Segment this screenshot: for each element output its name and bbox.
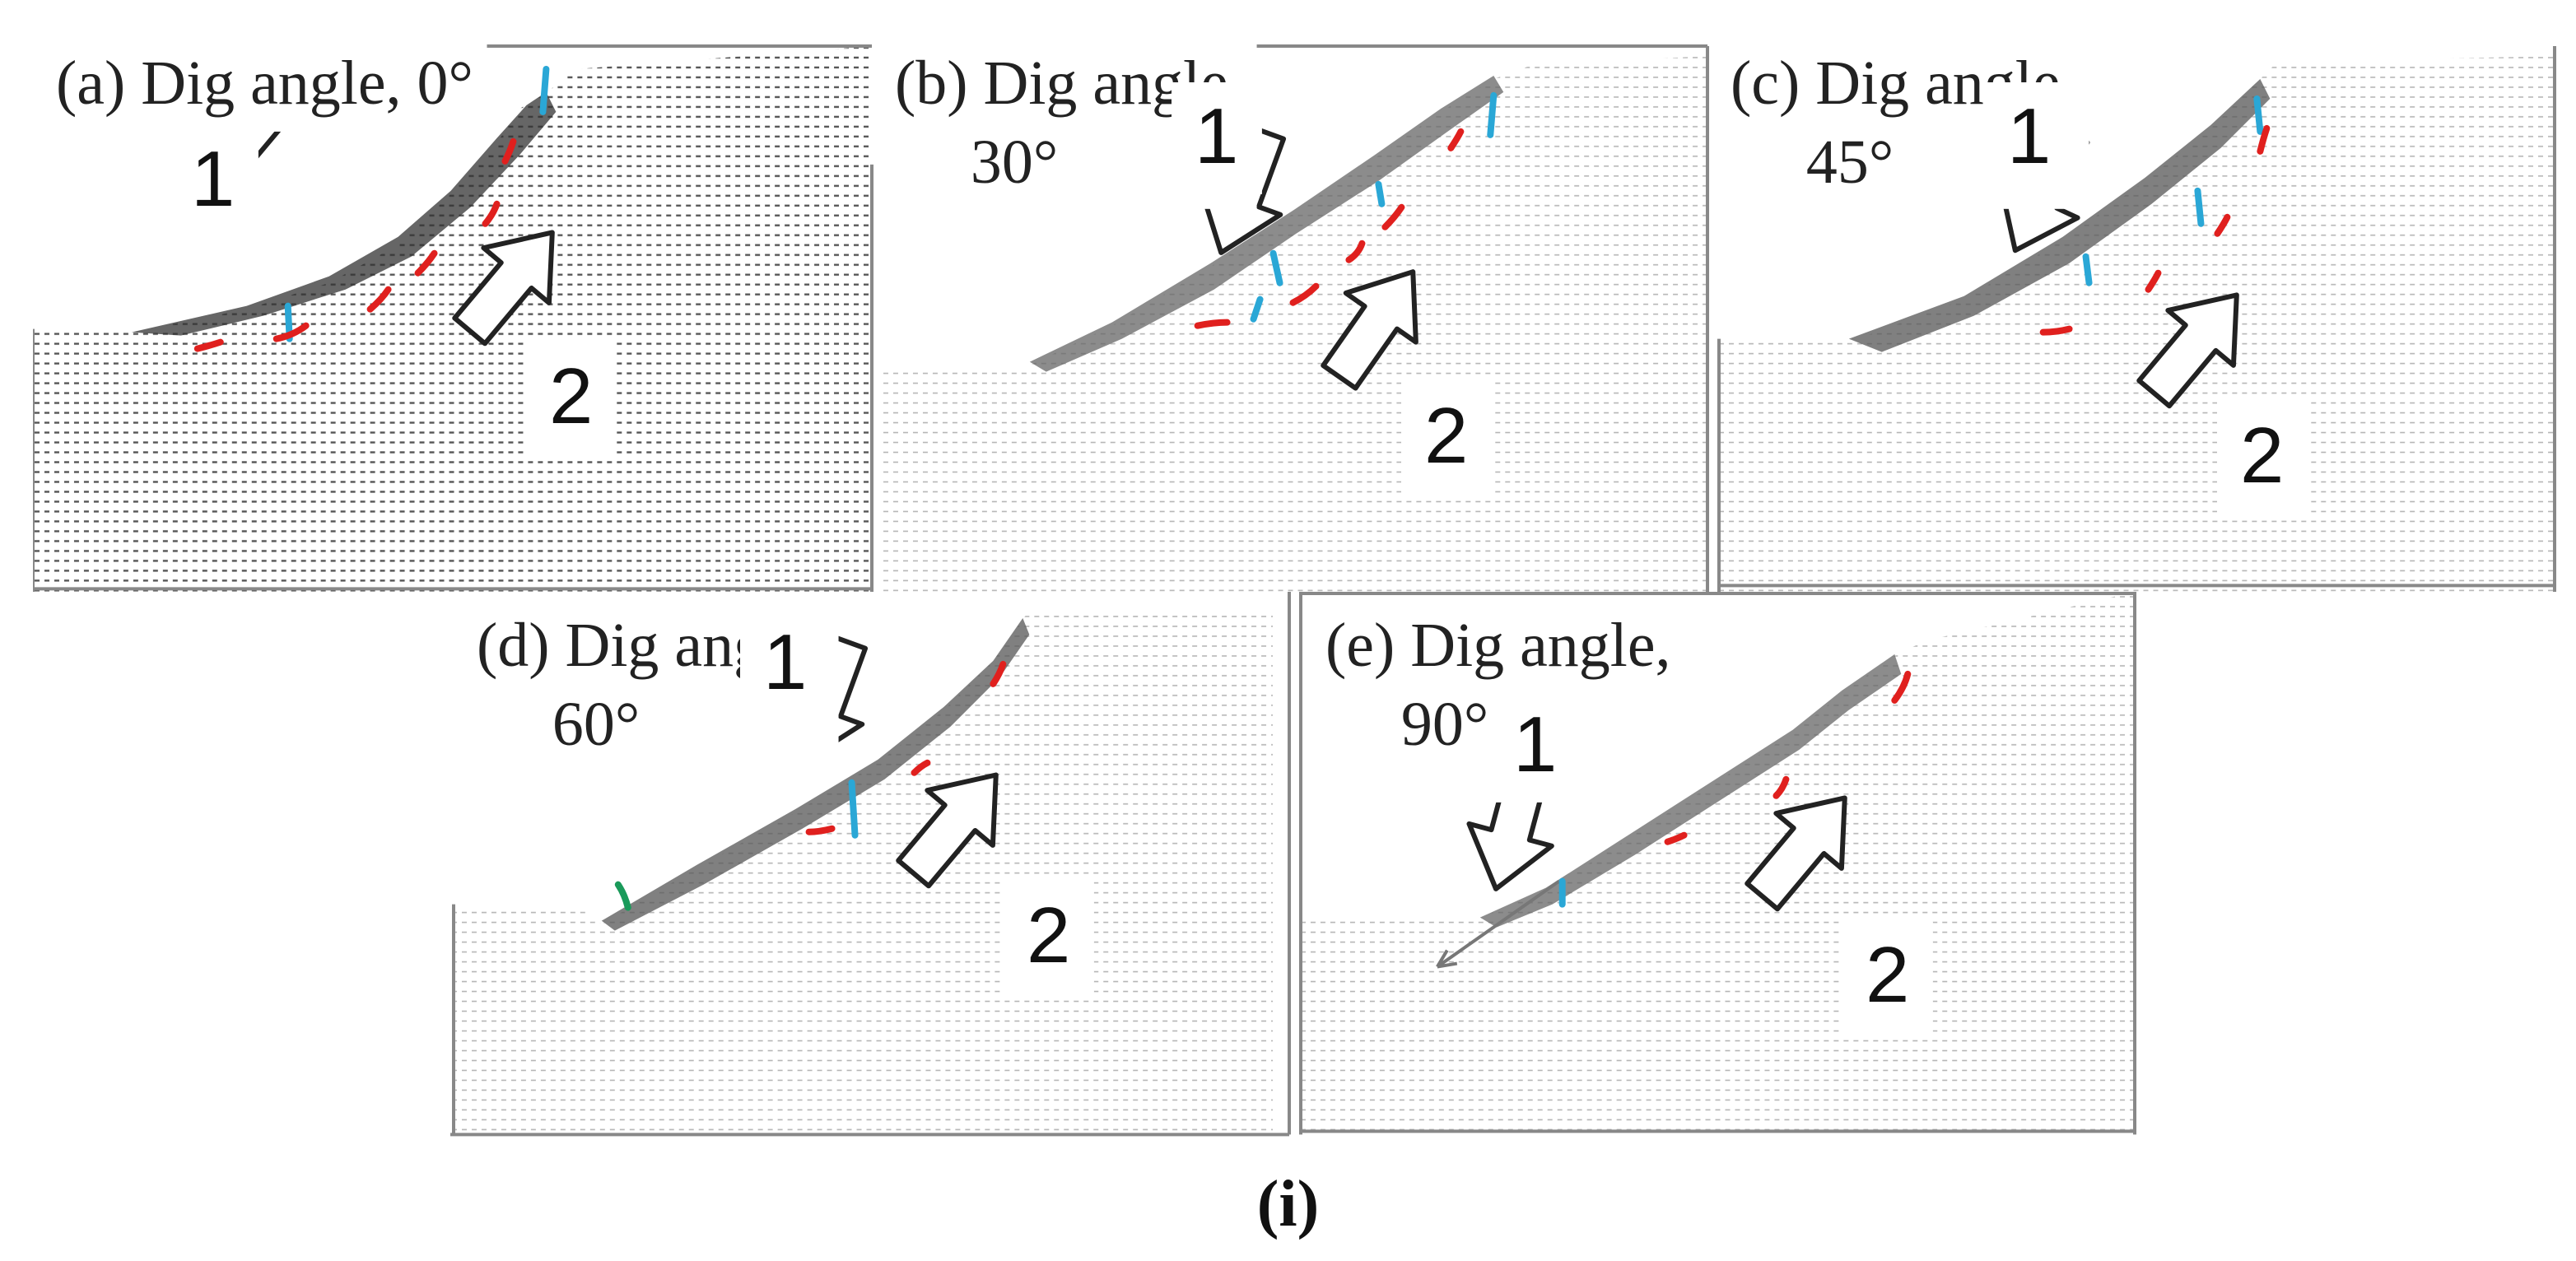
panel-a-crack-red <box>482 200 501 227</box>
panel-b-crack-red <box>1194 319 1231 329</box>
panel-a-slope-vectors <box>131 91 557 336</box>
panel-d-title-line2: 60° <box>552 690 641 760</box>
panel-d-crack-red <box>911 760 931 777</box>
white-block-arrow-icon <box>2136 292 2239 409</box>
panel-d-arrow-2 <box>896 772 999 889</box>
panel-e-label-1: 1 <box>1490 691 1581 803</box>
panel-d-label-2: 2 <box>1003 881 1094 993</box>
panel-b-crack-red <box>1289 282 1320 306</box>
panel-a-arrow-2 <box>452 230 555 347</box>
panel-b-label-2: 2 <box>1401 381 1492 494</box>
panel-b-soil-region <box>881 55 1708 593</box>
panel-a-soil-region <box>32 45 872 593</box>
panel-e-title-line1: (e) Dig angle, <box>1325 612 1671 682</box>
panel-c-title-line2: 45° <box>1805 127 1894 197</box>
panel-d-crack-red <box>990 661 1007 688</box>
white-block-arrow-icon <box>896 772 999 889</box>
panel-b-arrow-2 <box>1321 269 1418 391</box>
white-block-arrow-icon <box>1321 269 1418 391</box>
panel-b-crack-marks <box>1194 91 1498 329</box>
panel-a-title-line1: (a) Dig angle, 0° <box>55 49 473 119</box>
panel-a-crack-red <box>501 137 517 165</box>
panel-c-plot <box>1717 32 2560 593</box>
panel-e-label-2: 2 <box>1842 920 1933 1033</box>
panel-b-crack-blue <box>1375 180 1386 207</box>
panel-c-label-1: 1 <box>1983 81 2074 194</box>
figure-caption: (i) <box>1256 1168 1320 1240</box>
panel-c-slope-vectors <box>1848 78 2271 352</box>
panel-c-soil-region <box>1717 55 2557 593</box>
panel-a-crack-blue <box>539 65 550 115</box>
panel-b-slope-vectors <box>1029 75 1504 372</box>
panel-c-arrow-2 <box>2136 292 2239 409</box>
panel-b: (b) Dig angle, 30° 1 2 <box>881 32 1711 593</box>
panel-c-crack-marks <box>2039 95 2271 336</box>
panel-c-crack-blue <box>2082 253 2093 286</box>
panel-a-label-1: 1 <box>167 124 259 237</box>
panel-e-long-vector <box>1436 880 1561 969</box>
panel-e-plot <box>1299 592 2142 1138</box>
panel-c-crack-red <box>2214 213 2231 237</box>
panel-b-plot <box>881 32 1711 593</box>
panel-c-label-2: 2 <box>2217 401 2308 514</box>
panel-c-crack-blue <box>2253 95 2264 135</box>
panel-b-crack-red <box>1345 240 1366 263</box>
panel-d-soil-region <box>450 608 1274 1135</box>
white-block-arrow-icon <box>1745 795 1848 912</box>
panel-e-slope-vectors <box>1480 654 1902 928</box>
panel-e-arrow-2 <box>1745 795 1848 912</box>
panel-c-crack-blue <box>2194 187 2205 227</box>
panel-c: (c) Dig angle, 45° 1 2 <box>1717 32 2560 593</box>
panel-b-crack-blue <box>1487 91 1498 138</box>
panel-d-label-1: 1 <box>740 608 831 721</box>
panel-a-crack-red <box>366 286 392 313</box>
panel-b-crack-red <box>1447 128 1465 151</box>
white-block-arrow-icon <box>452 230 555 347</box>
panel-c-crack-red <box>2145 269 2162 293</box>
panel-e-crack-marks <box>1559 671 1912 908</box>
panel-a-crack-red <box>414 249 438 277</box>
panel-d-crack-marks <box>615 661 1007 911</box>
panel-d-crack-blue <box>849 779 859 840</box>
panel-b-title-line2: 30° <box>970 127 1059 197</box>
panel-b-crack-red <box>1381 203 1405 230</box>
panel-b-label-1: 1 <box>1171 81 1261 194</box>
panel-a-crack-marks <box>193 65 550 352</box>
panel-a-crack-red <box>193 338 224 352</box>
panel-b-crack-blue <box>1250 295 1264 323</box>
panel-b-crack-blue <box>1269 249 1283 286</box>
panel-d: (d) Dig angle, 60° 1 2 <box>450 592 1293 1138</box>
panel-e-crack-red <box>1891 671 1912 705</box>
panel-c-crack-red <box>2039 325 2073 336</box>
panel-e: (e) Dig angle, 90° 1 2 <box>1299 592 2142 1138</box>
panel-d-crack-red <box>806 826 836 836</box>
panel-d-crack-green <box>615 881 632 911</box>
panel-e-crack-red <box>1665 832 1689 845</box>
panel-a: (a) Dig angle, 0° 1 2 <box>32 32 875 593</box>
panel-a-label-2: 2 <box>526 342 617 454</box>
panel-e-title-line2: 90° <box>1401 690 1489 760</box>
panel-d-slope-vectors <box>602 618 1030 931</box>
panel-a-title: (a) Dig angle, 0° <box>42 42 487 131</box>
panel-a-crack-red <box>273 322 310 342</box>
panel-e-crack-red <box>1772 776 1790 800</box>
panel-c-crack-red <box>2257 124 2271 155</box>
